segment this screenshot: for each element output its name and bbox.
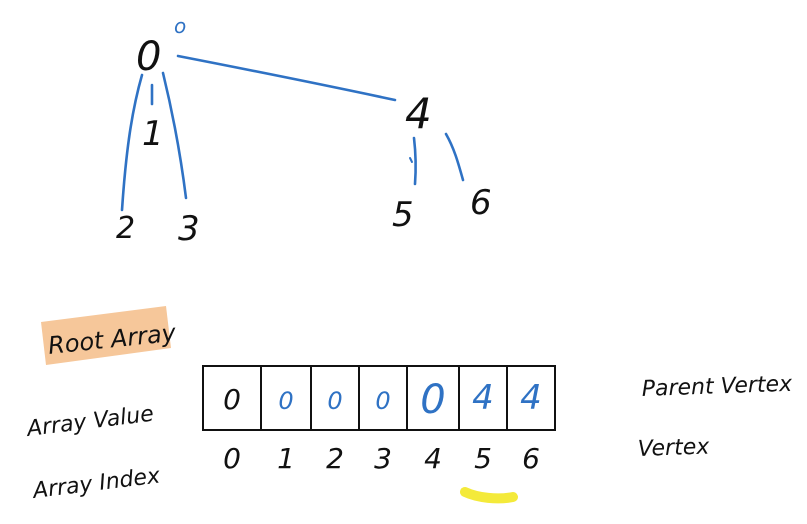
highlight-marker: [460, 487, 518, 504]
array-index-4: 4: [424, 442, 442, 475]
node-3: 3: [178, 209, 200, 249]
array-index-2: 2: [326, 442, 344, 475]
array-value-3: 0: [375, 387, 390, 415]
node-2: 2: [116, 211, 135, 246]
tree-nodes: o 0 1 2 3 4 5 6: [116, 14, 492, 249]
array-index-1: 1: [277, 442, 295, 475]
array-value-1: 0: [278, 387, 293, 415]
array-value-6: 4: [520, 378, 542, 418]
array-value-label: Array Value: [24, 402, 155, 443]
node-6: 6: [470, 183, 492, 223]
array-index-3: 3: [374, 442, 392, 475]
edge-0-3: [161, 71, 188, 200]
edge-4-5-tick: [409, 157, 413, 163]
edge-0-4: [176, 54, 397, 102]
title-highlight: [41, 306, 171, 365]
array-value-2: 0: [327, 387, 342, 415]
node-1: 1: [142, 114, 164, 154]
array-index-0: 0: [223, 442, 241, 475]
array-index-6: 6: [522, 442, 540, 475]
array-index-5: 5: [474, 442, 492, 475]
array-cell-6: [506, 365, 556, 431]
array-value-4: 0: [420, 377, 445, 423]
node-4: 4: [405, 89, 432, 138]
edge-4-5: [412, 136, 417, 186]
vertex-label: Vertex: [637, 434, 710, 462]
root-array-title: Root Array: [41, 306, 178, 365]
array-value-0: 0: [223, 383, 241, 416]
node-0: 0: [136, 34, 161, 80]
parent-vertex-label: Parent Vertex: [641, 372, 793, 402]
node-5: 5: [392, 195, 414, 235]
root-mark: o: [174, 14, 186, 38]
tree-edges: [120, 54, 465, 212]
array-index-label: Array Index: [30, 463, 163, 504]
edge-0-2: [120, 73, 144, 212]
array-value-5: 4: [472, 378, 494, 418]
edge-4-6: [444, 132, 465, 182]
